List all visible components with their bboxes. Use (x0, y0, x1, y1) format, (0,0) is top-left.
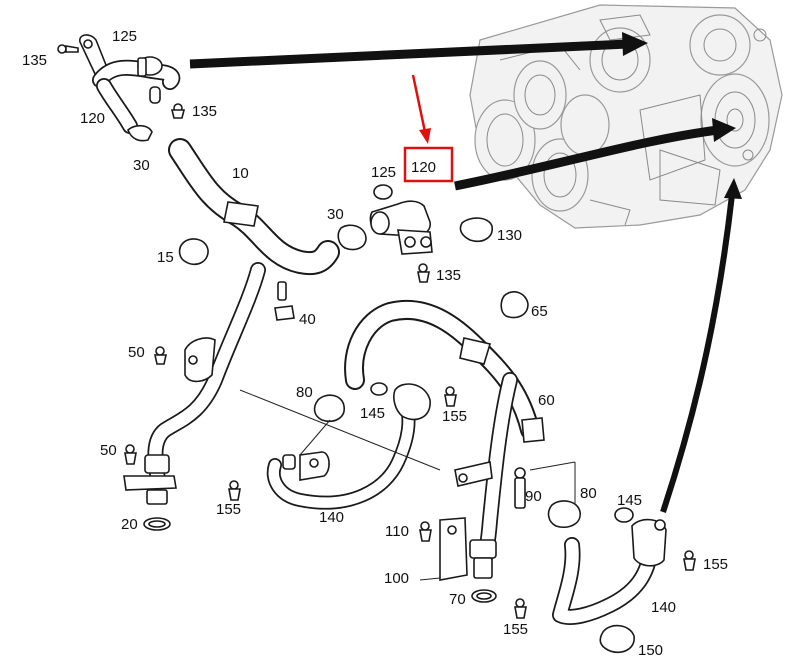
callout-20: 20 (121, 516, 138, 533)
callout-140-right: 140 (651, 599, 676, 616)
callout-labels: 135 125 120 135 30 10 15 40 50 50 20 125… (22, 28, 728, 659)
callout-125-top: 125 (112, 28, 137, 45)
callout-130: 130 (497, 227, 522, 244)
highlight-marker (403, 74, 454, 183)
callout-65: 65 (531, 303, 548, 320)
callout-60: 60 (538, 392, 555, 409)
pipe-20 (123, 262, 266, 531)
callout-125-center: 125 (371, 164, 396, 181)
callout-80-right: 80 (580, 485, 597, 502)
callout-140-left: 140 (319, 509, 344, 526)
callout-120-highlighted: 120 (411, 159, 436, 176)
callout-155-bottom: 155 (503, 621, 528, 638)
callout-30-center: 30 (327, 206, 344, 223)
callout-110: 110 (385, 523, 409, 540)
callout-50-lower: 50 (100, 442, 117, 459)
callout-90: 90 (525, 488, 542, 505)
coolant-hose-10 (168, 138, 367, 321)
pipe-140-right (514, 500, 696, 654)
direction-arrows (189, 32, 742, 513)
callout-15: 15 (157, 249, 174, 266)
leader-lines (239, 389, 576, 581)
callout-30-left: 30 (133, 157, 150, 174)
pipe-70 (419, 372, 545, 603)
callout-155-center: 155 (442, 408, 467, 425)
upper-pipe-assembly (57, 34, 186, 142)
callout-135-top-right: 135 (192, 103, 217, 120)
callout-155-left: 155 (216, 501, 241, 518)
callout-120-top-left: 120 (80, 110, 105, 127)
pipe-140-left (228, 382, 457, 510)
callout-50-upper: 50 (128, 344, 145, 361)
callout-10: 10 (232, 165, 249, 182)
callout-155-right: 155 (703, 556, 728, 573)
callout-145-center: 145 (360, 405, 385, 422)
highlight-box (403, 146, 454, 183)
callout-100: 100 (384, 570, 409, 587)
connector-120 (369, 184, 493, 283)
callout-70: 70 (449, 591, 466, 608)
callout-145-right: 145 (617, 492, 642, 509)
callout-40: 40 (299, 311, 316, 328)
callout-135-top-left: 135 (22, 52, 47, 69)
engine-turbo-assembly (469, 4, 783, 229)
callout-80-left: 80 (296, 384, 313, 401)
callout-150: 150 (638, 642, 663, 659)
callout-135-center: 135 (436, 267, 461, 284)
